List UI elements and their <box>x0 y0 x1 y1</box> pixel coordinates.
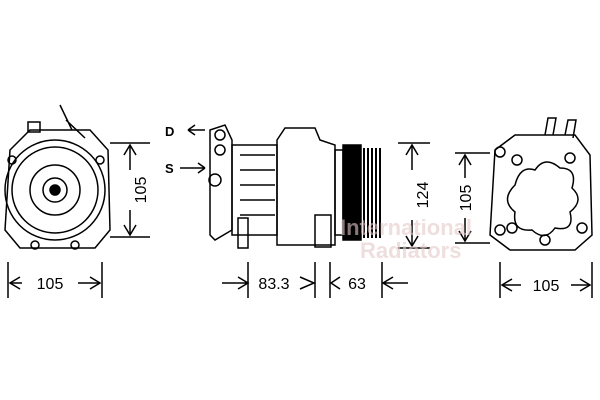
side-view <box>180 124 430 298</box>
suction-port-label: S <box>165 161 174 176</box>
svg-text:Radiators: Radiators <box>360 238 461 263</box>
front-height-dimension: 105 <box>133 177 150 204</box>
body-length-dimension: 83.3 <box>258 276 289 293</box>
rear-view <box>455 117 593 298</box>
svg-text:International: International <box>340 215 472 240</box>
pulley-length-dimension: 63 <box>348 276 366 293</box>
side-height-dimension: 124 <box>415 182 432 209</box>
rear-width-dimension: 105 <box>533 278 560 295</box>
front-view <box>4 104 150 298</box>
rear-height-dimension: 105 <box>458 185 475 212</box>
watermark: International Radiators <box>340 215 472 263</box>
front-width-dimension: 105 <box>37 276 64 293</box>
discharge-port-label: D <box>165 124 174 139</box>
